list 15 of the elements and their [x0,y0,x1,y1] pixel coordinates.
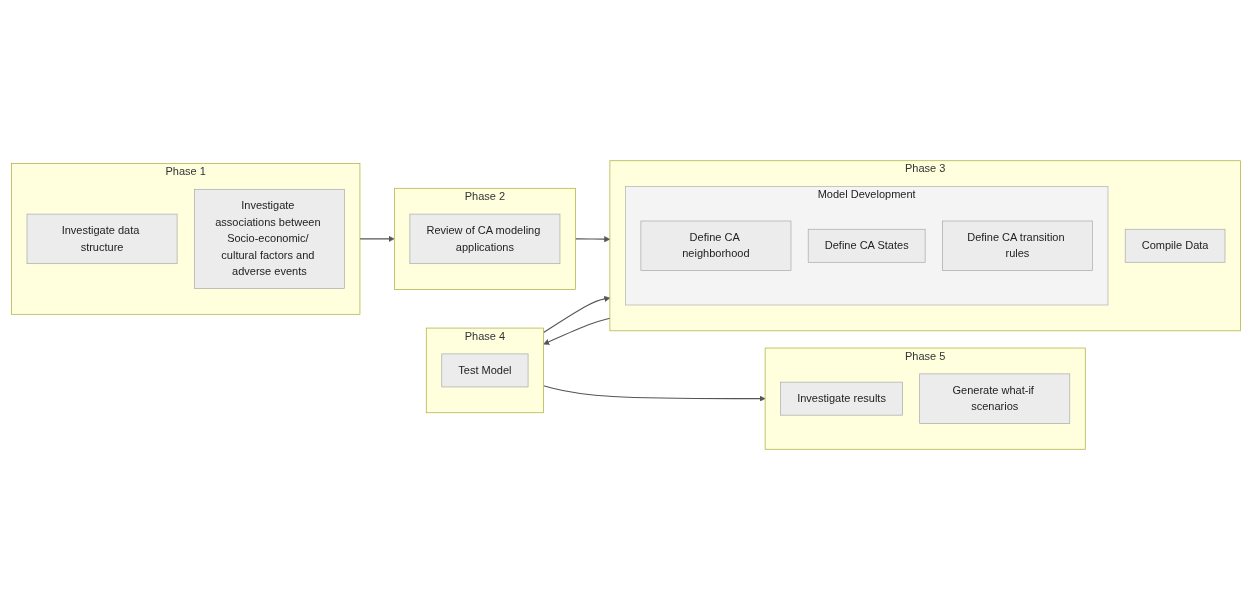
arrow [543,385,766,402]
arrow [543,317,611,345]
node-box: Define CA neighborhood [640,220,792,271]
node-box: Generate what-if scenarios [919,373,1071,424]
arrow [543,295,611,334]
node-box: Investigate data structure [26,213,178,265]
node-box: Test Model [441,353,529,388]
arrow [359,235,395,242]
node-box: Define CA States [807,228,926,263]
node-box: Review of CA modeling applications [409,213,561,265]
node-box: Investigate results [780,381,903,416]
node-box: Compile Data [1124,228,1226,263]
node-box: Investigate associations between Socio-economic/ cultural factors and adverse events [194,188,345,289]
arrow [574,236,611,243]
node-box: Define CA transition rules [942,220,1093,271]
